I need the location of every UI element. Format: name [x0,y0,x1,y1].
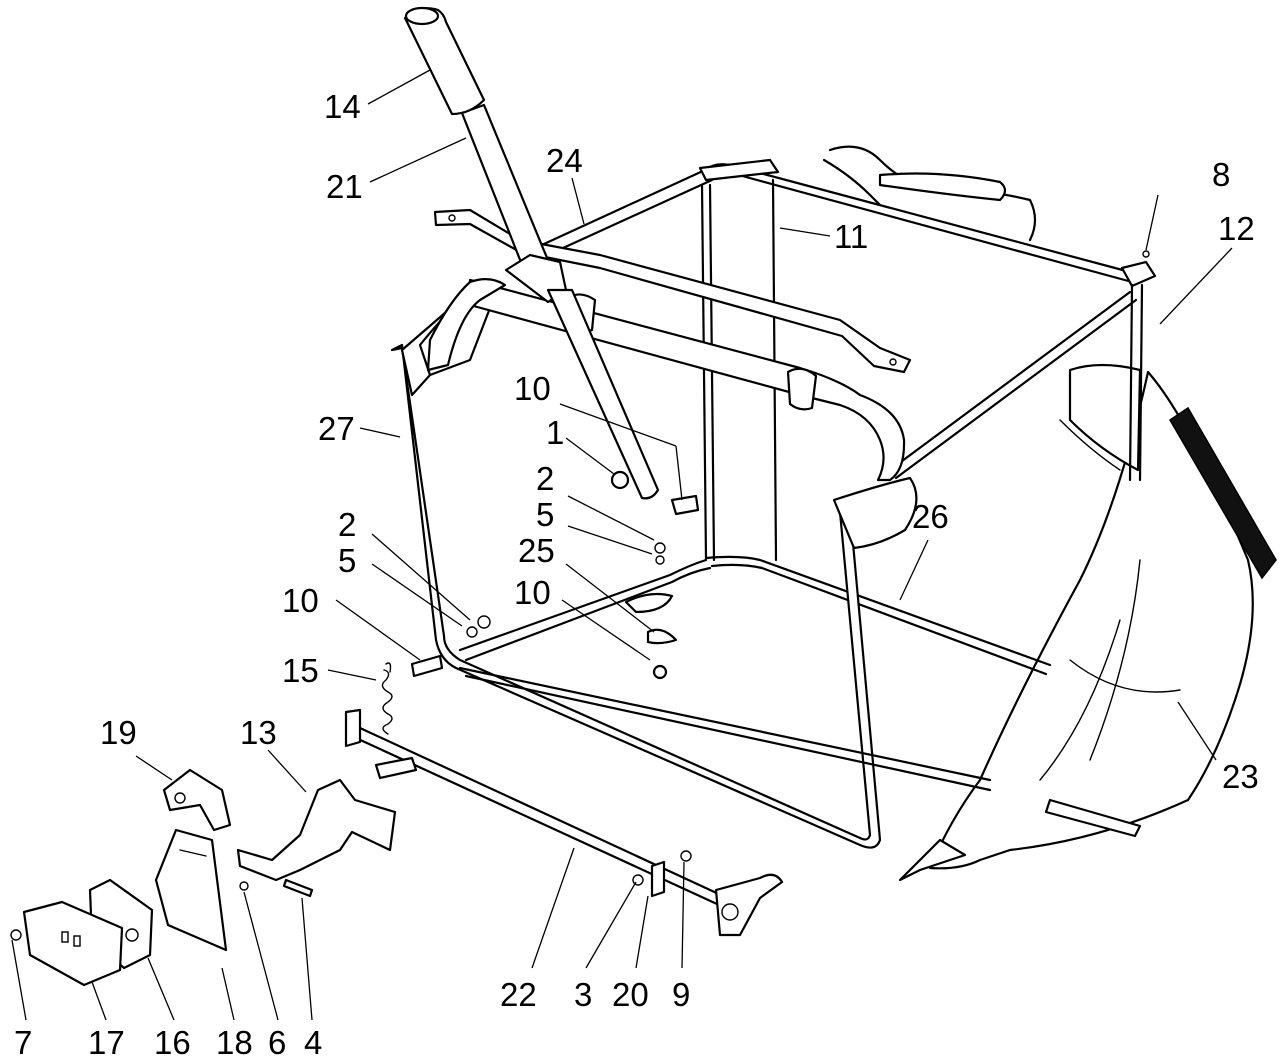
callout-18: 18 [216,1024,253,1059]
callout-3: 3 [574,976,592,1013]
callout-9: 9 [672,976,690,1013]
callout-13: 13 [240,714,277,751]
callout-19: 19 [100,714,137,751]
callout-24: 24 [546,142,583,179]
rod-22 [344,708,784,937]
callout-25: 25 [518,532,555,569]
callout-7: 7 [14,1024,32,1059]
callout-6: 6 [268,1024,286,1059]
callout-16: 16 [154,1024,191,1059]
frame-11 [458,158,1157,676]
callout-10: 10 [282,582,319,619]
grip-14 [403,6,486,116]
callout-23: 23 [1222,758,1259,795]
callout-labels: 14 21 24 11 8 12 10 1 27 2 5 25 26 2 5 1… [14,88,1259,1059]
callout-26: 26 [912,498,949,535]
callout-5: 5 [338,542,356,579]
lever-21 [460,103,660,500]
callout-11: 11 [834,218,868,255]
spring-15 [381,662,393,735]
callout-20: 20 [612,976,649,1013]
fasteners [10,250,1150,941]
callout-12: 12 [1218,210,1255,247]
callout-2: 2 [338,506,356,543]
callout-5: 5 [536,496,554,533]
cover-17 [22,900,124,987]
leader-lines [11,69,1233,1021]
callout-10: 10 [514,370,551,407]
bracket-19 [162,768,232,832]
handle-bar-24 [433,208,912,374]
bracket-13 [236,778,397,882]
callout-27: 27 [318,410,355,447]
callout-17: 17 [88,1024,125,1059]
callout-15: 15 [282,652,319,689]
callout-4: 4 [304,1024,322,1059]
callout-22: 22 [500,976,537,1013]
callout-14: 14 [324,88,361,125]
side-panel [832,476,918,550]
callout-21: 21 [326,168,363,205]
grass-bag [928,363,1277,870]
callout-2: 2 [536,460,554,497]
callout-10: 10 [514,574,551,611]
plate-18 [154,828,228,952]
callout-8: 8 [1212,156,1230,193]
cross-tube [426,278,906,482]
callout-1: 1 [546,414,564,451]
bag-handle-loop [822,145,1037,242]
bottom-bar [898,798,1142,882]
